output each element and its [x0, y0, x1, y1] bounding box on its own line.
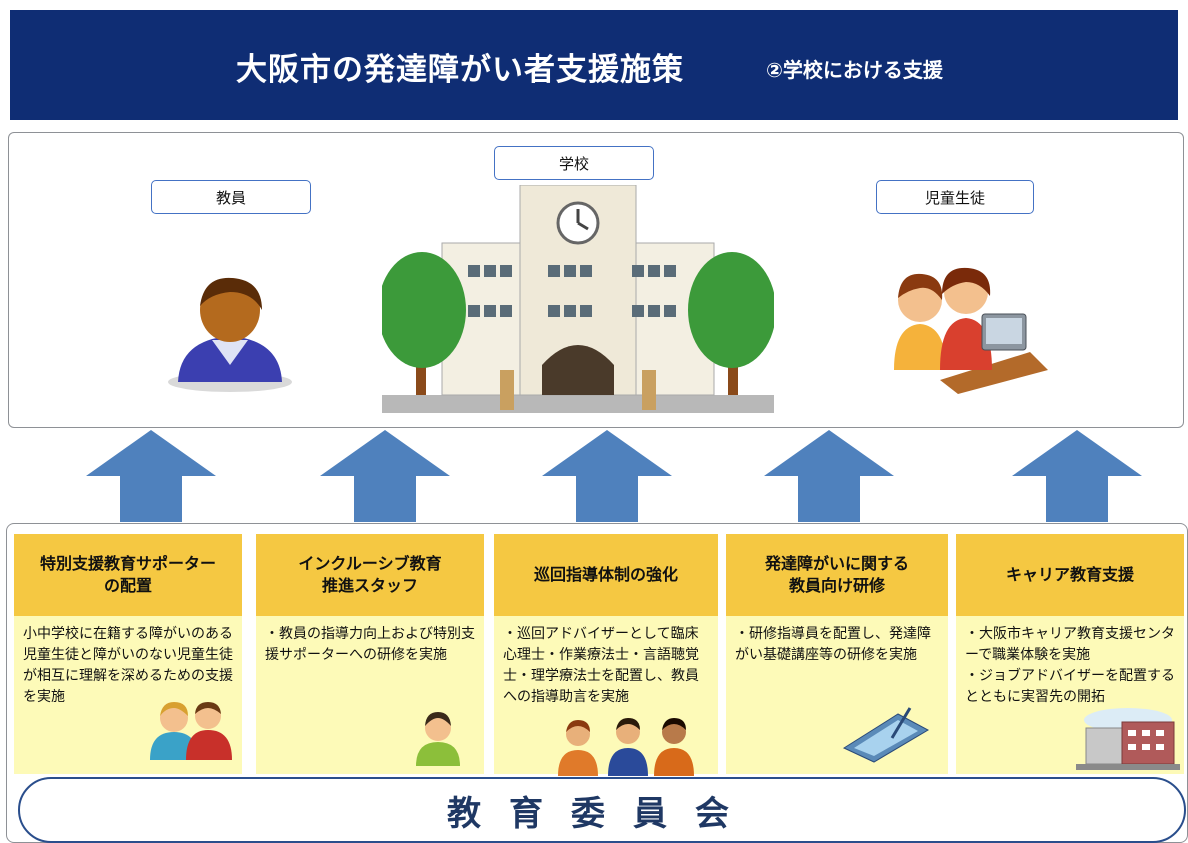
up-arrow-1 — [86, 430, 216, 522]
parents-icon — [150, 702, 232, 760]
page-title: 大阪市の発達障がい者支援施策 — [236, 52, 684, 88]
up-arrow-3 — [542, 430, 672, 522]
school-building-icon — [382, 185, 774, 413]
advisors-group-icon — [558, 718, 694, 776]
column-4-body: ・研修指導員を配置し、発達障がい基礎講座等の研修を実施 — [726, 616, 948, 774]
school-label: 学校 — [494, 146, 654, 180]
column-3-title: 巡回指導体制の強化 — [494, 534, 718, 616]
students-computer-icon — [894, 267, 1048, 394]
teacher-label: 教員 — [151, 180, 311, 214]
up-arrow-5 — [1012, 430, 1142, 522]
column-3-body: ・巡回アドバイザーとして臨床心理士・作業療法士・言語聴覚士・理学療法士を配置し、… — [494, 616, 718, 774]
page-subtitle: ②学校における支援 — [766, 58, 943, 82]
column-1-title: 特別支援教育サポーター の配置 — [14, 534, 242, 616]
teacher-figure-icon — [168, 277, 292, 392]
column-4-title: 発達障がいに関する 教員向け研修 — [726, 534, 948, 616]
students-label: 児童生徒 — [876, 180, 1034, 214]
up-arrow-4 — [764, 430, 894, 522]
column-2-title: インクルーシブ教育 推進スタッフ — [256, 534, 484, 616]
header-banner — [10, 10, 1178, 120]
column-5-title: キャリア教育支援 — [956, 534, 1184, 616]
tablet-pen-icon — [842, 707, 930, 763]
staff-person-icon — [416, 712, 460, 766]
up-arrow-2 — [320, 430, 450, 522]
board-of-education-banner: 教育委員会 — [18, 777, 1186, 843]
building-icon — [1076, 708, 1180, 770]
